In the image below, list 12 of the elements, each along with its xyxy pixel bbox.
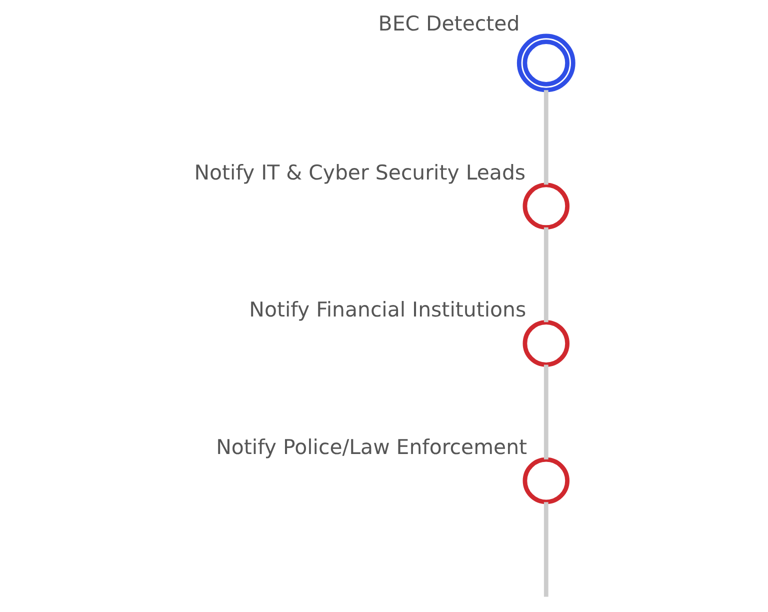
connector <box>544 364 548 460</box>
node-circle <box>522 182 570 230</box>
node-circle <box>516 34 576 92</box>
connector <box>544 90 548 185</box>
node-label: BEC Detected <box>378 11 520 36</box>
connector <box>544 227 548 322</box>
node-label: Notify Police/Law Enforcement <box>216 435 528 460</box>
node-circle <box>522 457 570 504</box>
node-label: Notify Financial Institutions <box>249 298 526 322</box>
node-label: Notify IT & Cyber Security Leads <box>194 160 526 184</box>
node-circle <box>522 320 570 367</box>
connector <box>544 502 548 597</box>
